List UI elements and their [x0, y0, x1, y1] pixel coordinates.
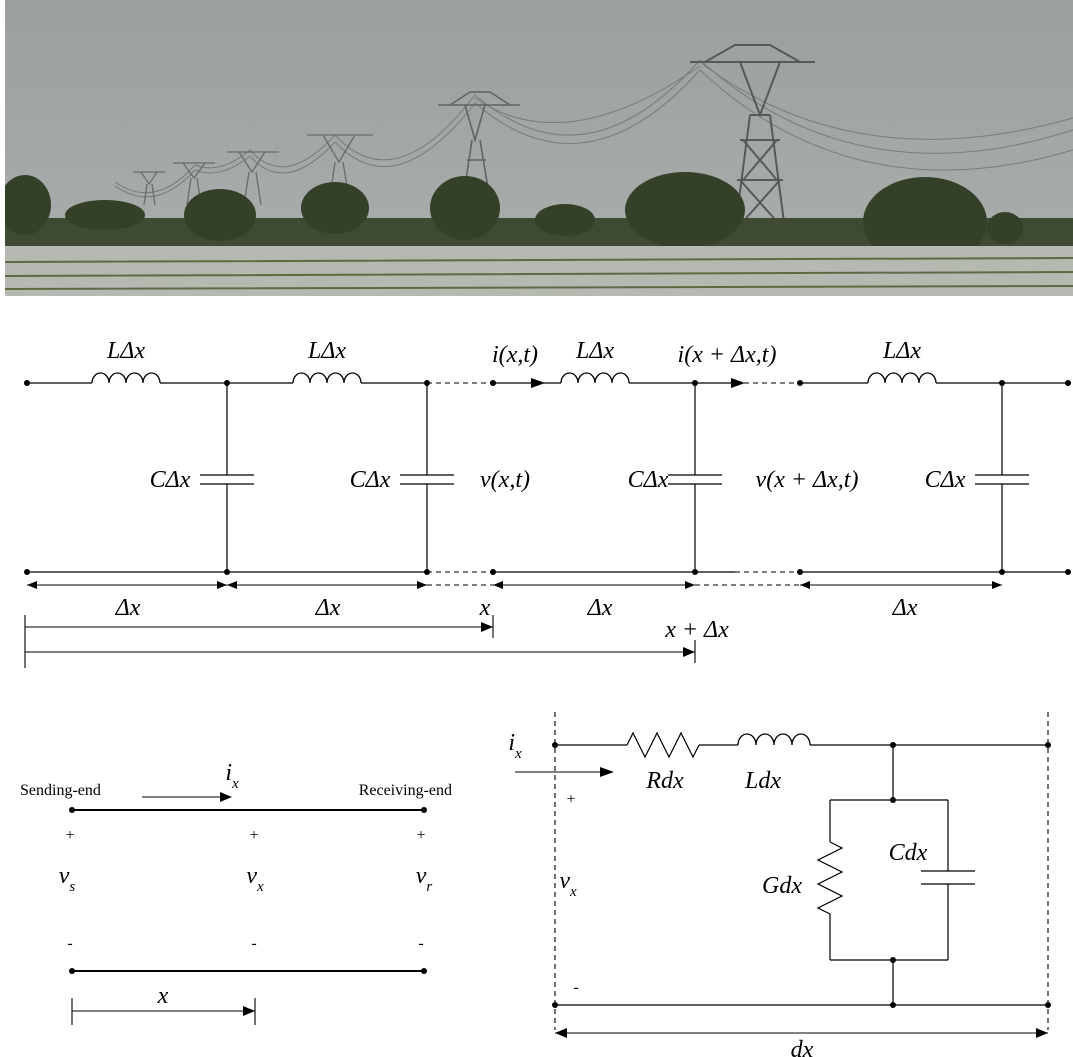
- transmission-tower-large: [690, 44, 815, 231]
- x-label: x: [479, 595, 491, 621]
- shunt-capacitors: [200, 383, 1029, 572]
- conductance-g: [816, 841, 844, 915]
- distributed-segment-diagram: ix Rdx Ldx Gdx Cdx + vx -: [508, 712, 1051, 1057]
- x-distance-arrow: [71, 998, 256, 1025]
- transmission-tower-small: [133, 134, 373, 206]
- inductor-label: Ldx: [744, 768, 781, 794]
- segment-voltage-label: vx: [559, 868, 577, 900]
- segment-length-arrows: [27, 581, 1002, 589]
- inductor-l: [737, 733, 811, 746]
- inductor-3: [560, 372, 630, 384]
- plus-sign-r: +: [416, 827, 425, 844]
- nodes: [24, 380, 1071, 575]
- plus-sign-x: +: [249, 827, 258, 844]
- current-arrows: [493, 378, 745, 388]
- inductor-label-2: LΔx: [307, 338, 346, 364]
- field-grass: [5, 257, 1073, 290]
- series-branch: [555, 731, 1048, 759]
- segment-current-label: ix: [508, 730, 522, 762]
- dx-arrow: [555, 1028, 1048, 1038]
- capacitor-label-3: CΔx: [628, 467, 669, 493]
- dx-label-2: Δx: [315, 595, 341, 621]
- transmission-towers-photo: [5, 0, 1073, 296]
- inductor-label-3: LΔx: [575, 338, 614, 364]
- sending-end-label: Sending-end: [20, 782, 101, 799]
- vs-label: vs: [59, 863, 76, 895]
- x-plus-dx-label: x + Δx: [664, 617, 729, 643]
- current-arrow: [142, 792, 232, 802]
- conductance-label: Gdx: [762, 873, 802, 899]
- tree-line: [5, 172, 1073, 267]
- dx-label-3: Δx: [587, 595, 613, 621]
- segment-minus: -: [573, 979, 578, 996]
- resistor-r: [626, 731, 700, 759]
- dx-label: dx: [791, 1037, 814, 1057]
- capacitor-label-4: CΔx: [925, 467, 966, 493]
- capacitor-label: Cdx: [889, 840, 928, 866]
- segment-plus: +: [566, 791, 575, 808]
- receiving-end-label: Receiving-end: [359, 782, 452, 799]
- shunt-branch: [816, 745, 975, 1005]
- plus-sign-s: +: [65, 827, 74, 844]
- dx-label-1: Δx: [115, 595, 141, 621]
- inductor-4: [867, 372, 937, 384]
- minus-sign-x: -: [251, 935, 256, 952]
- inductor-2: [292, 372, 362, 384]
- inductor-label-4: LΔx: [882, 338, 921, 364]
- ladder-network-diagram: LΔx LΔx i(x,t) LΔx i(x + Δx,t) LΔx CΔx C…: [24, 338, 1071, 668]
- resistor-label: Rdx: [645, 768, 684, 794]
- position-arrows: [24, 615, 696, 668]
- capacitor-label-1: CΔx: [150, 467, 191, 493]
- vr-label: vr: [416, 863, 433, 895]
- segment-current-arrow: [515, 767, 614, 777]
- top-rail: [27, 372, 1068, 384]
- minus-sign-r: -: [418, 935, 423, 952]
- current-label-right: i(x + Δx,t): [678, 342, 777, 368]
- return-conductor: [552, 1002, 1051, 1008]
- power-lines: [114, 59, 1073, 198]
- voltage-label-right: v(x + Δx,t): [756, 467, 859, 493]
- vx-label: vx: [246, 863, 264, 895]
- ladder-labels: LΔx LΔx i(x,t) LΔx i(x + Δx,t) LΔx CΔx C…: [106, 338, 966, 643]
- minus-sign-s: -: [67, 935, 72, 952]
- dx-label-4: Δx: [892, 595, 918, 621]
- transmission-tower-mid: [438, 91, 520, 201]
- inductor-1: [91, 372, 161, 384]
- current-label-left: i(x,t): [492, 342, 538, 368]
- current-label: ix: [225, 760, 239, 792]
- inductor-label-1: LΔx: [106, 338, 145, 364]
- x-distance-label: x: [157, 983, 169, 1009]
- lumped-line-diagram: Sending-end Receiving-end ix + + + vs vx…: [20, 760, 452, 1025]
- capacitor-label-2: CΔx: [350, 467, 391, 493]
- voltage-label-left: v(x,t): [480, 467, 530, 493]
